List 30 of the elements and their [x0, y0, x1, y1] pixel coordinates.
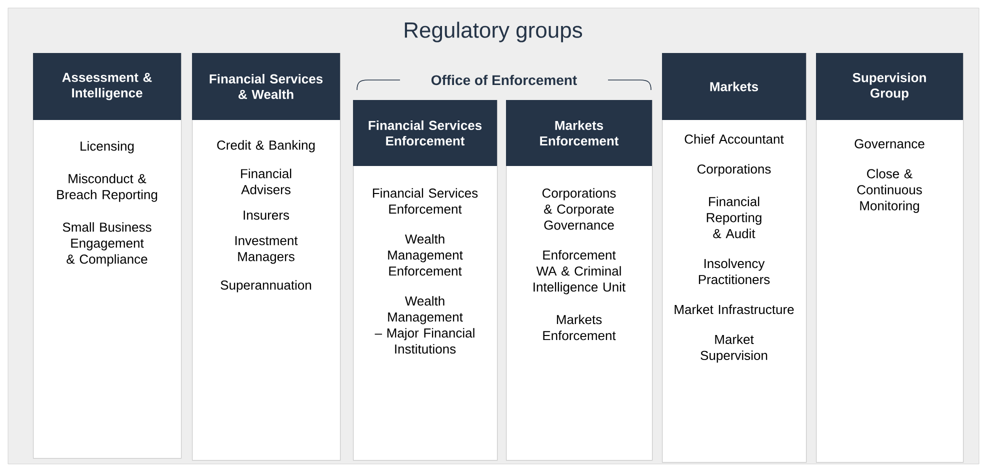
list-item: Licensing: [80, 141, 134, 154]
header-box: Markets Enforcement: [506, 100, 652, 166]
list-item: Financial Services Enforcement: [372, 188, 478, 214]
header-box: Supervision Group: [816, 53, 963, 120]
list-item: Corporations & Corporate Governance: [542, 188, 616, 230]
header-box: Financial Services & Wealth: [192, 53, 340, 120]
list-item: Credit & Banking: [217, 140, 315, 152]
list-item: Investment Managers: [235, 236, 298, 264]
list-item: Corporations: [697, 164, 771, 176]
list-item: Enforcement WA & Criminal Intelligence Unit: [534, 250, 626, 294]
list-item: Misconduct & Breach Reporting: [57, 174, 158, 202]
list-item: Financial Reporting & Audit: [706, 196, 762, 238]
list-item: Small Business Engagement & Compliance: [62, 222, 152, 266]
list-item: Insurers: [244, 210, 290, 220]
list-item: Market Infrastructure: [674, 304, 794, 314]
list-item: Superannuation: [220, 280, 312, 292]
group-label: Office of Enforcement: [431, 74, 577, 86]
list-item: Wealth Management – Major Financial Institutions: [374, 296, 474, 354]
header-box: Assessment & Intelligence: [33, 53, 181, 120]
list-item: Financial Advisers: [241, 168, 292, 194]
title: Regulatory groups: [404, 22, 582, 42]
list-item: Wealth Management Enforcement: [388, 234, 463, 276]
list-item: Chief Accountant: [684, 134, 784, 144]
list-item: Governance: [854, 139, 924, 148]
list-item: Markets Enforcement: [543, 314, 616, 340]
header-box: Financial Services Enforcement: [353, 100, 497, 166]
header-box: Markets: [662, 53, 806, 120]
list-item: Market Supervision: [700, 334, 768, 363]
list-item: Close & Continuous Monitoring: [857, 168, 922, 213]
list-item: Insolvency Practitioners: [698, 258, 770, 284]
